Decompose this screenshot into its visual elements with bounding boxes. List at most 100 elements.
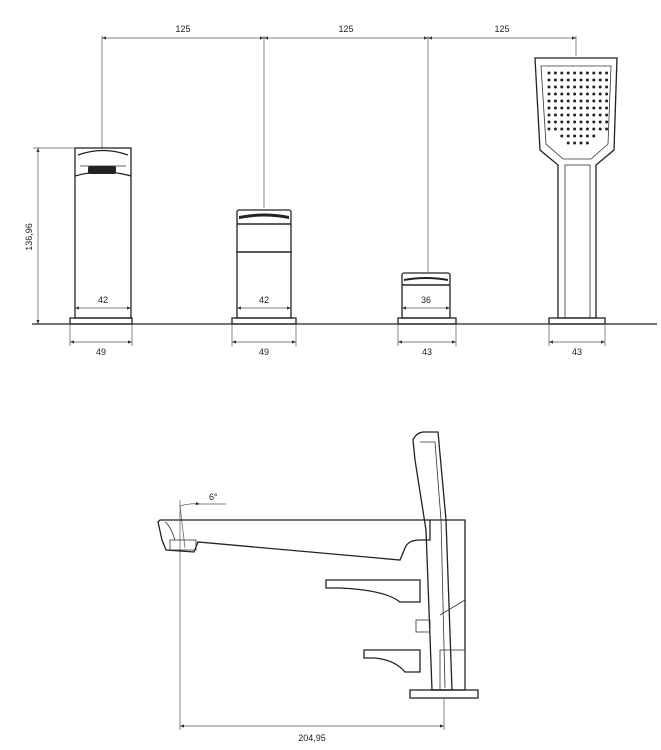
nozzle-dot [585,127,589,131]
height-dim-label: 136,96 [24,223,34,251]
nozzle-dot [566,113,570,117]
nozzle-dot [560,71,564,75]
nozzle-dot [605,113,609,117]
nozzle-dot [566,92,570,96]
nozzle-dot [566,78,570,82]
nozzle-dot [592,113,596,117]
base-width-label-4: 43 [572,347,582,357]
nozzle-dot [598,85,602,89]
nozzle-dot [573,85,577,89]
nozzle-dot [605,92,609,96]
nozzle-dot [566,106,570,110]
nozzle-dot [553,71,557,75]
nozzle-dot [585,71,589,75]
lower-handle-side [363,649,421,673]
nozzle-dot [598,106,602,110]
body-width-label-3: 36 [421,295,431,305]
reach-dimension: 204,95 [180,698,445,743]
nozzle-dot [553,78,557,82]
nozzle-dot [598,127,602,131]
spacing-dim-label-1: 125 [175,24,190,34]
nozzle-dot [585,106,589,110]
nozzle-dot [598,99,602,103]
shower-nozzle-grid [547,71,609,145]
nozzle-dot [579,134,583,138]
nozzle-dot [560,134,564,138]
nozzle-dot [579,78,583,82]
nozzle-dot [579,99,583,103]
nozzle-dot [553,106,557,110]
nozzle-dot [547,113,551,117]
nozzle-dot [579,85,583,89]
nozzle-dot [605,106,609,110]
nozzle-dot [573,127,577,131]
nozzle-dot [547,106,551,110]
nozzle-dot [560,106,564,110]
nozzle-dot [579,127,583,131]
nozzle-dot [585,92,589,96]
nozzle-dot [579,92,583,96]
nozzle-dot [585,141,589,145]
nozzle-dot [592,71,596,75]
nozzle-dot [605,85,609,89]
nozzle-dot [605,120,609,124]
nozzle-dot [560,113,564,117]
nozzle-dot [566,99,570,103]
upper-handle-side [325,579,421,603]
nozzle-dot [598,113,602,117]
nozzle-dot [592,78,596,82]
nozzle-dot [585,113,589,117]
nozzle-dot [547,92,551,96]
nozzle-dot [547,120,551,124]
nozzle-dot [598,92,602,96]
spacing-dimension-chain: 125 125 125 [101,24,577,272]
nozzle-dot [585,120,589,124]
nozzle-dot [560,78,564,82]
side-view: 6° 204,95 [157,431,479,743]
spout-angle-label: 6° [209,492,218,502]
nozzle-dot [573,78,577,82]
front-view: 125 125 125 136,96 42 42 [24,24,657,357]
base-width-label-3: 43 [422,347,432,357]
base-width-label-2: 49 [259,347,269,357]
nozzle-dot [566,85,570,89]
nozzle-dot [579,106,583,110]
nozzle-dot [598,120,602,124]
reach-dim-label: 204,95 [298,733,326,743]
nozzle-dot [547,78,551,82]
spacing-dim-label-2: 125 [338,24,353,34]
nozzle-dot [585,99,589,103]
nozzle-dot [547,99,551,103]
spout-side [157,519,431,561]
nozzle-dot [592,99,596,103]
nozzle-dot [560,127,564,131]
nozzle-dot [553,127,557,131]
nozzle-dot [566,127,570,131]
nozzle-dot [573,99,577,103]
nozzle-dot [573,71,577,75]
nozzle-dot [592,127,596,131]
nozzle-dot [605,71,609,75]
nozzle-dot [605,99,609,103]
nozzle-dot [560,85,564,89]
diverter-front: 36 [397,272,457,325]
spacing-dim-label-3: 125 [494,24,509,34]
nozzle-dot [566,141,570,145]
body-width-label-1: 42 [98,295,108,305]
nozzle-dot [547,85,551,89]
nozzle-dot [592,85,596,89]
nozzle-dot [605,78,609,82]
height-dimension: 136,96 [24,147,74,324]
nozzle-dot [585,85,589,89]
nozzle-dot [592,120,596,124]
nozzle-dot [592,92,596,96]
nozzle-dot [566,71,570,75]
nozzle-dot [553,113,557,117]
nozzle-dot [605,127,609,131]
nozzle-dot [579,113,583,117]
nozzle-dot [573,92,577,96]
nozzle-dot [592,134,596,138]
nozzle-dot [553,92,557,96]
nozzle-dot [585,78,589,82]
